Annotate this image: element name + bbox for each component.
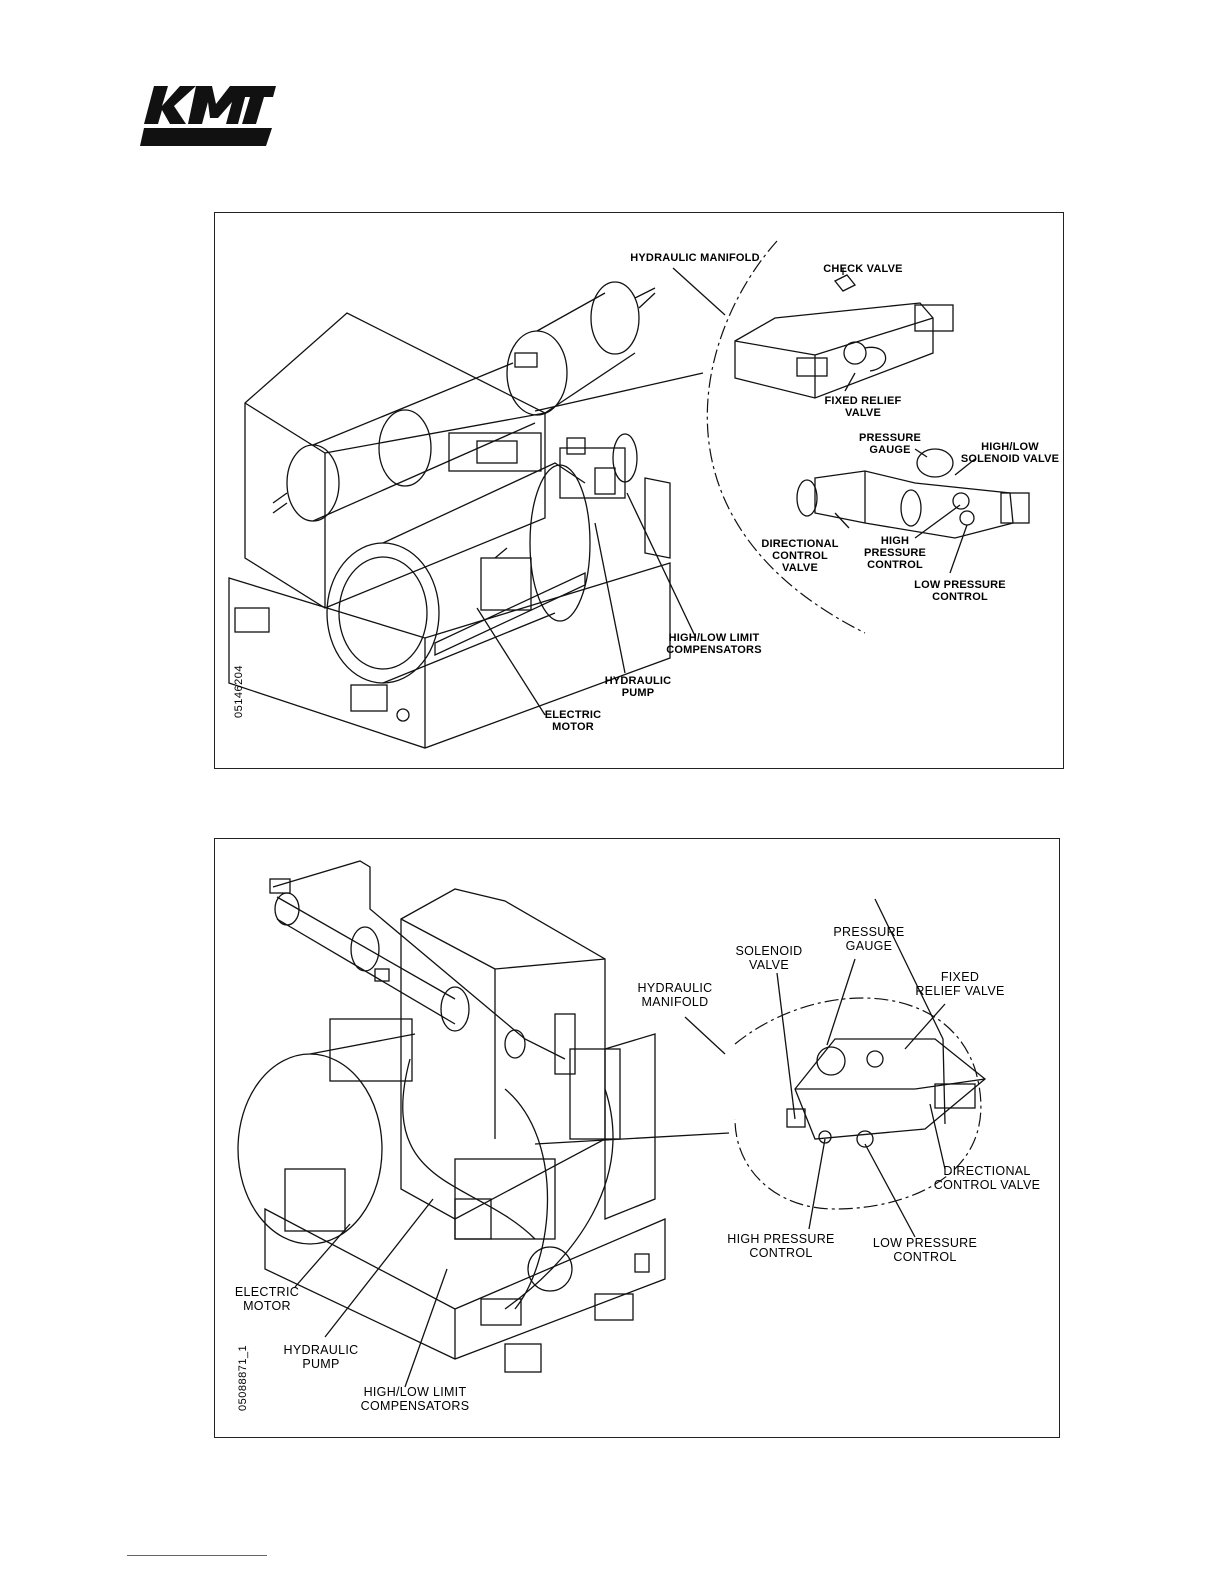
figure-2-pump-diagram: SOLENOID VALVE PRESSURE GAUGE HYDRAULIC … xyxy=(214,838,1060,1438)
footer-rule xyxy=(127,1555,267,1556)
label-high-low-solenoid-valve: HIGH/LOW SOLENOID VALVE xyxy=(960,441,1060,465)
label-hydraulic-manifold-2: HYDRAULIC MANIFOLD xyxy=(637,981,713,1009)
label-fixed-relief-valve-2: FIXED RELIEF VALVE xyxy=(915,970,1005,998)
label-directional-control-valve-2: DIRECTIONAL CONTROL VALVE xyxy=(933,1164,1041,1192)
figure-2-number: 05088871_1 xyxy=(237,1344,249,1411)
label-electric-motor-2: ELECTRIC MOTOR xyxy=(234,1285,300,1313)
figure-2-drawing xyxy=(237,860,987,1388)
figure-1-drawing xyxy=(228,240,1030,749)
label-hydraulic-manifold: HYDRAULIC MANIFOLD xyxy=(630,252,760,264)
label-solenoid-valve: SOLENOID VALVE xyxy=(735,944,803,972)
kmt-logo xyxy=(140,86,276,146)
label-hydraulic-pump-2: HYDRAULIC PUMP xyxy=(283,1343,359,1371)
label-hydraulic-pump: HYDRAULIC PUMP xyxy=(604,675,672,699)
label-fixed-relief-valve: FIXED RELIEF VALVE xyxy=(824,395,902,419)
label-low-pressure-control-2: LOW PRESSURE CONTROL xyxy=(872,1236,978,1264)
figure-1-mitsubishi-style-pump-diagram: HYDRAULIC MANIFOLD CHECK VALVE FIXED REL… xyxy=(214,212,1064,769)
label-electric-motor: ELECTRIC MOTOR xyxy=(544,709,602,733)
figure-1-number: 05146204 xyxy=(233,665,245,718)
label-pressure-gauge: PRESSURE GAUGE xyxy=(858,432,922,456)
label-directional-control-valve: DIRECTIONAL CONTROL VALVE xyxy=(761,538,839,574)
label-high-low-limit-compensators-2: HIGH/LOW LIMIT COMPENSATORS xyxy=(360,1385,470,1413)
label-low-pressure-control: LOW PRESSURE CONTROL xyxy=(914,579,1006,603)
label-check-valve: CHECK VALVE xyxy=(823,263,903,275)
label-high-pressure-control-2: HIGH PRESSURE CONTROL xyxy=(727,1232,835,1260)
label-high-pressure-control: HIGH PRESSURE CONTROL xyxy=(863,535,927,571)
label-high-low-limit-compensators: HIGH/LOW LIMIT COMPENSATORS xyxy=(666,632,762,656)
label-pressure-gauge-2: PRESSURE GAUGE xyxy=(833,925,905,953)
